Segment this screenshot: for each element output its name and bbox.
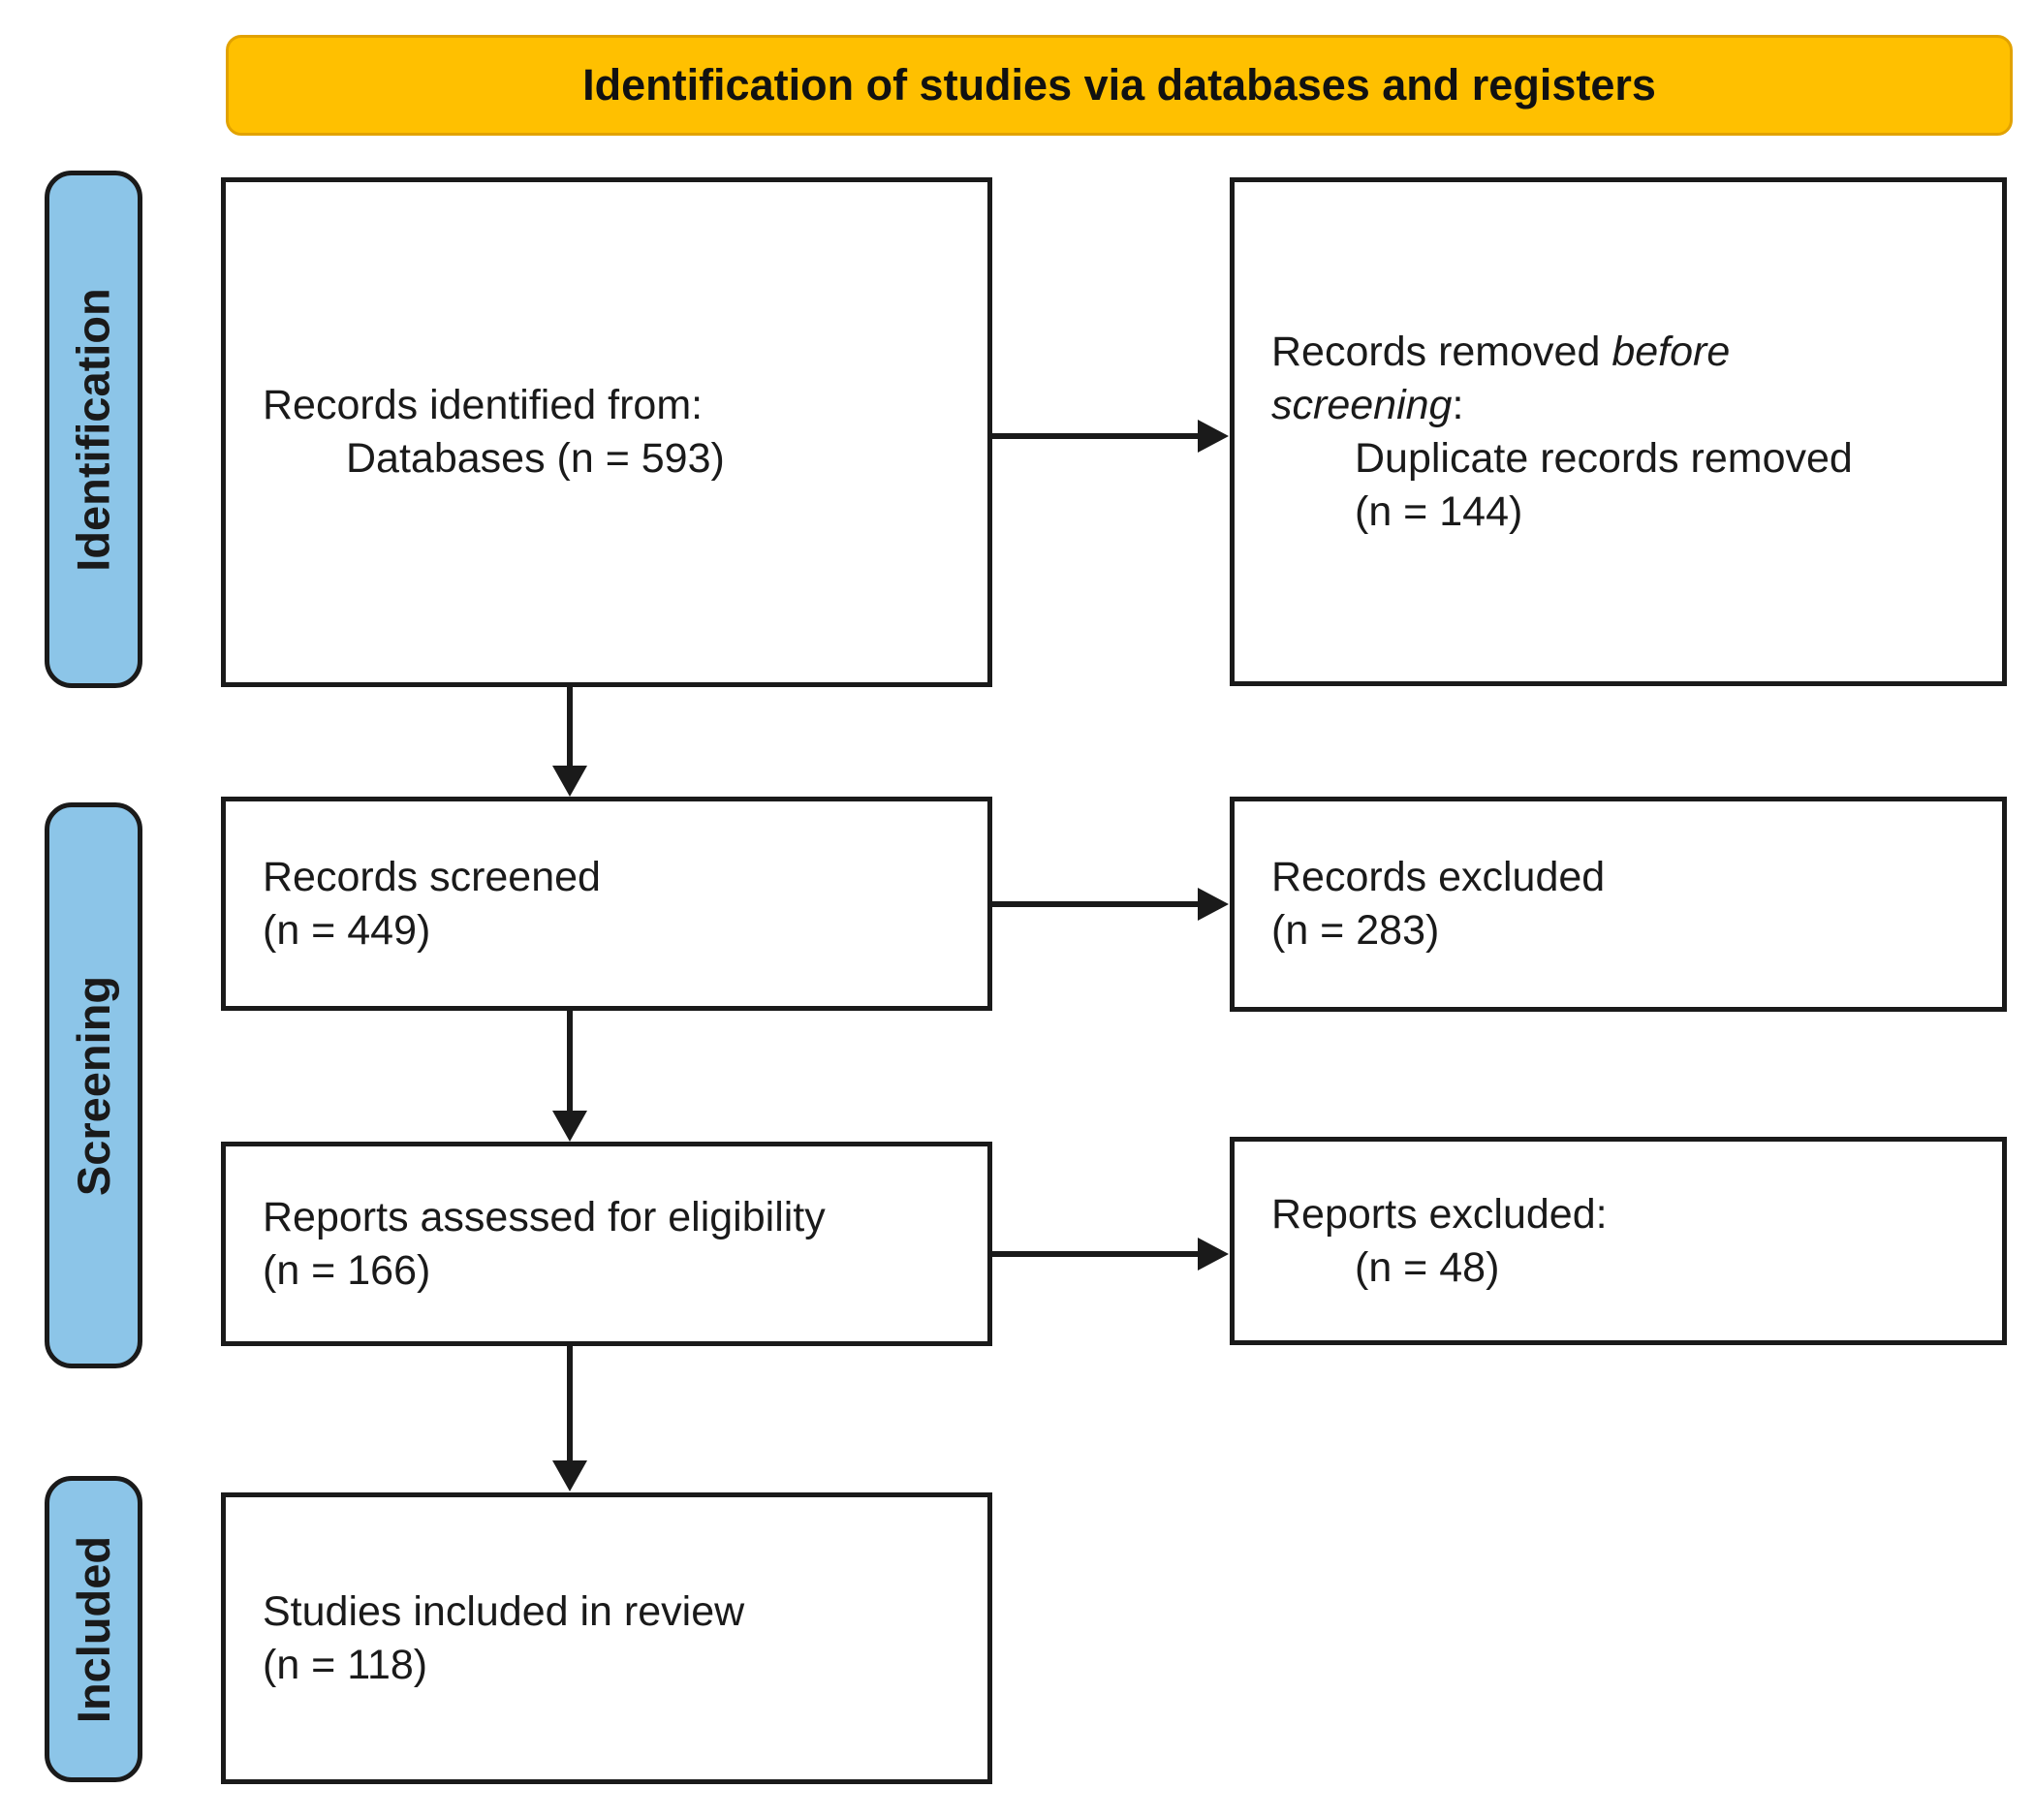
box-records-removed-before-screening: Records removed before screening: Duplic… xyxy=(1230,177,2007,686)
diagram-title-banner: Identification of studies via databases … xyxy=(226,35,2013,136)
box-reports-excluded: Reports excluded: (n = 48) xyxy=(1230,1137,2007,1345)
diagram-title: Identification of studies via databases … xyxy=(582,60,1656,110)
reports-assessed-line1: Reports assessed for eligibility xyxy=(263,1193,826,1240)
box-records-screened: Records screened (n = 449) xyxy=(221,797,992,1011)
stage-label-screening: Screening xyxy=(45,802,142,1368)
stage-label-included-text: Included xyxy=(68,1535,120,1723)
stage-label-identification: Identification xyxy=(45,171,142,688)
arrow-line xyxy=(992,433,1200,439)
records-screened-line1: Records screened xyxy=(263,853,601,900)
arrow-head-icon xyxy=(1198,1238,1229,1271)
reports-excluded-line1: Reports excluded: xyxy=(1271,1190,1608,1238)
box-records-excluded: Records excluded (n = 283) xyxy=(1230,797,2007,1012)
records-excluded-line1: Records excluded xyxy=(1271,854,1606,900)
arrow-line xyxy=(992,1251,1200,1257)
arrow-line xyxy=(567,1346,573,1462)
arrow-head-icon xyxy=(552,766,587,797)
records-screened-line2: (n = 449) xyxy=(263,906,431,954)
studies-included-line1: Studies included in review xyxy=(263,1587,745,1635)
arrow-head-icon xyxy=(1198,420,1229,453)
arrow-line xyxy=(567,1011,573,1113)
records-removed-line4: (n = 144) xyxy=(1355,487,1523,535)
arrow-head-icon xyxy=(1198,888,1229,921)
stage-label-identification-text: Identification xyxy=(68,287,120,572)
records-removed-line2: screening: xyxy=(1271,381,1464,428)
studies-included-line2: (n = 118) xyxy=(263,1641,428,1688)
box-records-identified: Records identified from: Databases (n = … xyxy=(221,177,992,687)
records-removed-line3: Duplicate records removed xyxy=(1355,434,1853,482)
box-reports-assessed: Reports assessed for eligibility (n = 16… xyxy=(221,1142,992,1346)
arrow-head-icon xyxy=(552,1460,587,1491)
box-studies-included: Studies included in review (n = 118) xyxy=(221,1492,992,1784)
reports-excluded-line2: (n = 48) xyxy=(1355,1243,1500,1291)
records-identified-line2: Databases (n = 593) xyxy=(346,435,725,482)
arrow-line xyxy=(567,687,573,769)
records-identified-line1: Records identified from: xyxy=(263,382,704,428)
records-excluded-line2: (n = 283) xyxy=(1271,907,1440,954)
stage-label-included: Included xyxy=(45,1476,142,1782)
records-removed-line1: Records removed before xyxy=(1271,328,1731,375)
arrow-head-icon xyxy=(552,1111,587,1142)
stage-label-screening-text: Screening xyxy=(68,975,119,1196)
reports-assessed-line2: (n = 166) xyxy=(263,1246,431,1294)
arrow-line xyxy=(992,901,1200,907)
